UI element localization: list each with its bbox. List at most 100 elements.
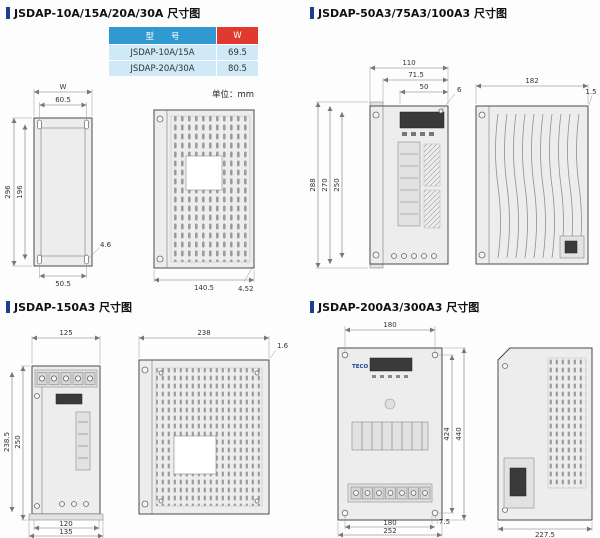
terminal-screw [51,375,58,382]
side-view [153,109,255,269]
round-emblem [384,398,396,410]
screw-icon [158,370,164,376]
title-accent-bar [6,301,10,313]
terminal-screw [410,490,417,496]
mount-slot [37,119,42,130]
dimension-lines: W 60.5 296 196 4.6 50.5 [4,83,112,288]
table-header-model: 型 号 [108,26,217,45]
terminal-screw [364,490,371,496]
dim-height-label: 288 [309,178,317,191]
inner-plate [40,127,86,257]
dim-hole-pitch-y-label: 196 [16,185,24,199]
table-header-w: W [216,26,259,45]
drawing-jsdap-200a3-300a3: TECO 180 424 4 [337,321,593,538]
key-button [388,375,392,378]
key-button [372,375,376,378]
display-panel [369,357,413,372]
terminal-screw [399,490,405,496]
connector-cn1 [423,143,441,187]
heatsink-fins [495,113,582,259]
nameplate [173,435,217,475]
terminal-screw [422,490,428,496]
mount-slot [84,119,89,130]
terminal-screw [83,501,89,507]
section-title-text: JSDAP-10A/15A/20A/30A 尺寸图 [14,7,201,20]
dim-panel-width-label: 50 [420,83,429,91]
dim-inner-width-label: 71.5 [408,71,424,79]
dimension-lines: 182 1.5 [475,77,597,106]
dim-depth-label: 140.5 [194,284,214,292]
drawing-jsdap-10a-30a: W 60.5 296 196 4.6 50.5 140.5 4.52 [4,83,255,293]
dim-hole-label: 6 [457,86,462,94]
connector-block [564,240,578,254]
table-cell-w: 80.5 [216,60,259,77]
screw-icon [372,251,380,259]
drawing-jsdap-50a3-100a3: 110 71.5 50 288 270 250 6 [309,59,597,269]
mount-tab [369,101,384,107]
table-row: JSDAP-10A/15A 69.5 [108,44,259,61]
dimension-lines: 180 424 440 7.5 180 252 [337,321,467,538]
display-panel [55,393,83,405]
table-cell-model: JSDAP-10A/15A [108,44,217,61]
front-view [33,117,93,267]
mount-slot [37,254,42,265]
mount-hole [431,351,439,359]
dimension-lines: 227.5 [497,522,593,538]
dim-bottom-pitch-label: 180 [383,519,396,527]
dim-hole-offset-label: 7.5 [439,518,450,526]
side-view [138,359,270,515]
base-plate [28,513,104,521]
key-button [396,375,400,378]
screw-icon [478,111,486,119]
screw-icon [254,498,260,504]
mount-hole [341,351,349,359]
title-accent-bar [6,7,10,19]
mount-hole [341,509,349,517]
vent-grid [547,357,587,489]
section-title-50a3-100a3: JSDAP-50A3/75A3/100A3 尺寸图 [310,5,507,21]
terminal-screw [421,253,427,259]
dim-height-label: 296 [4,185,12,199]
table-cell-model: JSDAP-20A/30A [108,60,217,77]
terminal-screw [63,375,70,382]
key-button [380,375,384,378]
dim-hole-pitch-x-label: 120 [59,520,72,528]
terminal-screw [391,253,397,259]
dim-height-label: 250 [14,435,22,448]
dim-hole-pitch-y-label: 424 [443,427,451,441]
dim-hole-pitch-y-label: 238.5 [4,432,11,452]
dimension-lines: 110 71.5 50 288 270 250 6 [309,59,462,269]
dim-top-pitch-label: 180 [383,321,396,329]
mount-slot [84,254,89,265]
mount-hole [431,509,439,517]
terminal-screw [353,490,359,496]
side-view [475,105,589,265]
connector-bank [351,421,429,451]
dim-width-label: 110 [402,59,415,67]
section-title-text: JSDAP-50A3/75A3/100A3 尺寸图 [318,7,508,20]
terminal-screw [87,375,94,382]
screw-icon [34,503,40,509]
dim-plate-label: 1.5 [585,88,596,96]
mount-tab [369,263,384,269]
side-view [497,347,593,521]
dimension-lines: 140.5 4.52 [153,267,255,293]
section-title-text: JSDAP-150A3 尺寸图 [14,301,133,314]
dim-height-label: 440 [455,427,463,440]
screw-icon [158,498,164,504]
screw-icon [478,251,486,259]
drive-body [33,117,93,267]
terminal-screw [75,375,82,382]
title-accent-bar [310,301,314,313]
key-button [429,132,434,136]
title-accent-bar [310,7,314,19]
dim-hole-pitch-x-label: 60.5 [55,96,71,104]
dimension-lines: 125 238.5 250 120 135 [4,329,104,538]
dim-depth-label: 182 [525,77,538,85]
dim-width-label: W [60,83,67,91]
connector-cn2 [423,189,441,229]
display-panel [399,111,445,129]
dim-inner-height-label: 270 [321,178,329,191]
terminal-screw [59,501,65,507]
